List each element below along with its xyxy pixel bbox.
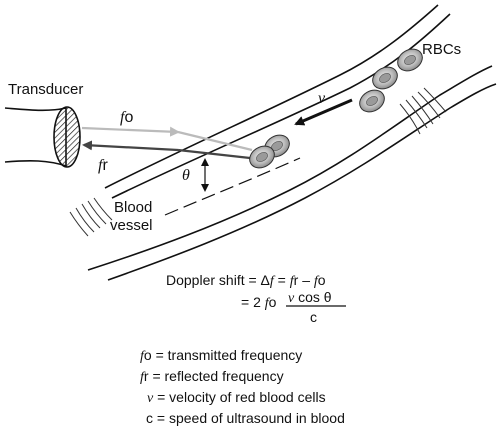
scatter-waves-right bbox=[399, 87, 447, 135]
rbc-cell bbox=[372, 66, 398, 90]
rbc-cell bbox=[397, 48, 423, 72]
red-blood-cells bbox=[249, 48, 423, 169]
theta-label: θ bbox=[182, 167, 190, 184]
equation-denominator: c bbox=[310, 309, 317, 325]
rbc-cell bbox=[359, 89, 385, 113]
reflected-beam-continued bbox=[177, 148, 251, 160]
transducer-icon bbox=[4, 106, 81, 168]
blood-vessel-label-1: Blood bbox=[114, 199, 152, 216]
scatter-waves-left bbox=[69, 197, 113, 237]
blood-vessel bbox=[87, 4, 497, 281]
fo-label: fo bbox=[120, 109, 133, 126]
equation-line-1: Doppler shift = Δf = fr – fo bbox=[166, 272, 326, 289]
velocity-arrow bbox=[294, 98, 353, 126]
blood-vessel-label-2: vessel bbox=[110, 217, 153, 234]
equation-line-2: = 2 fo bbox=[241, 294, 277, 311]
vessel-upper-wall bbox=[104, 4, 439, 189]
rbcs-label: RBCs bbox=[422, 41, 461, 58]
transducer-label: Transducer bbox=[8, 81, 83, 98]
legend-item: fo = transmitted frequency bbox=[140, 347, 302, 364]
fr-label: fr bbox=[98, 157, 108, 174]
legend-item: c = speed of ultrasound in blood bbox=[146, 410, 345, 426]
vessel-lower-wall bbox=[87, 65, 493, 271]
legend-item: fr = reflected frequency bbox=[140, 368, 284, 385]
transmitted-beam-arrow bbox=[81, 126, 180, 137]
vessel-upper-wall-inner bbox=[111, 13, 451, 199]
v-label: v bbox=[318, 90, 326, 107]
symbol-legend: fo = transmitted frequency fr = reflecte… bbox=[140, 347, 345, 426]
vessel-lower-wall-outer bbox=[107, 83, 497, 281]
doppler-equation: Doppler shift = Δf = fr – fo = 2 fo v co… bbox=[166, 272, 346, 325]
rbc-cell bbox=[249, 145, 275, 169]
vessel-centerline bbox=[164, 157, 301, 216]
transmitted-beam-continued bbox=[177, 130, 253, 152]
equation-numerator: v cos θ bbox=[288, 289, 332, 306]
legend-item: v = velocity of red blood cells bbox=[147, 389, 326, 406]
reflected-beam-arrow bbox=[82, 140, 179, 152]
